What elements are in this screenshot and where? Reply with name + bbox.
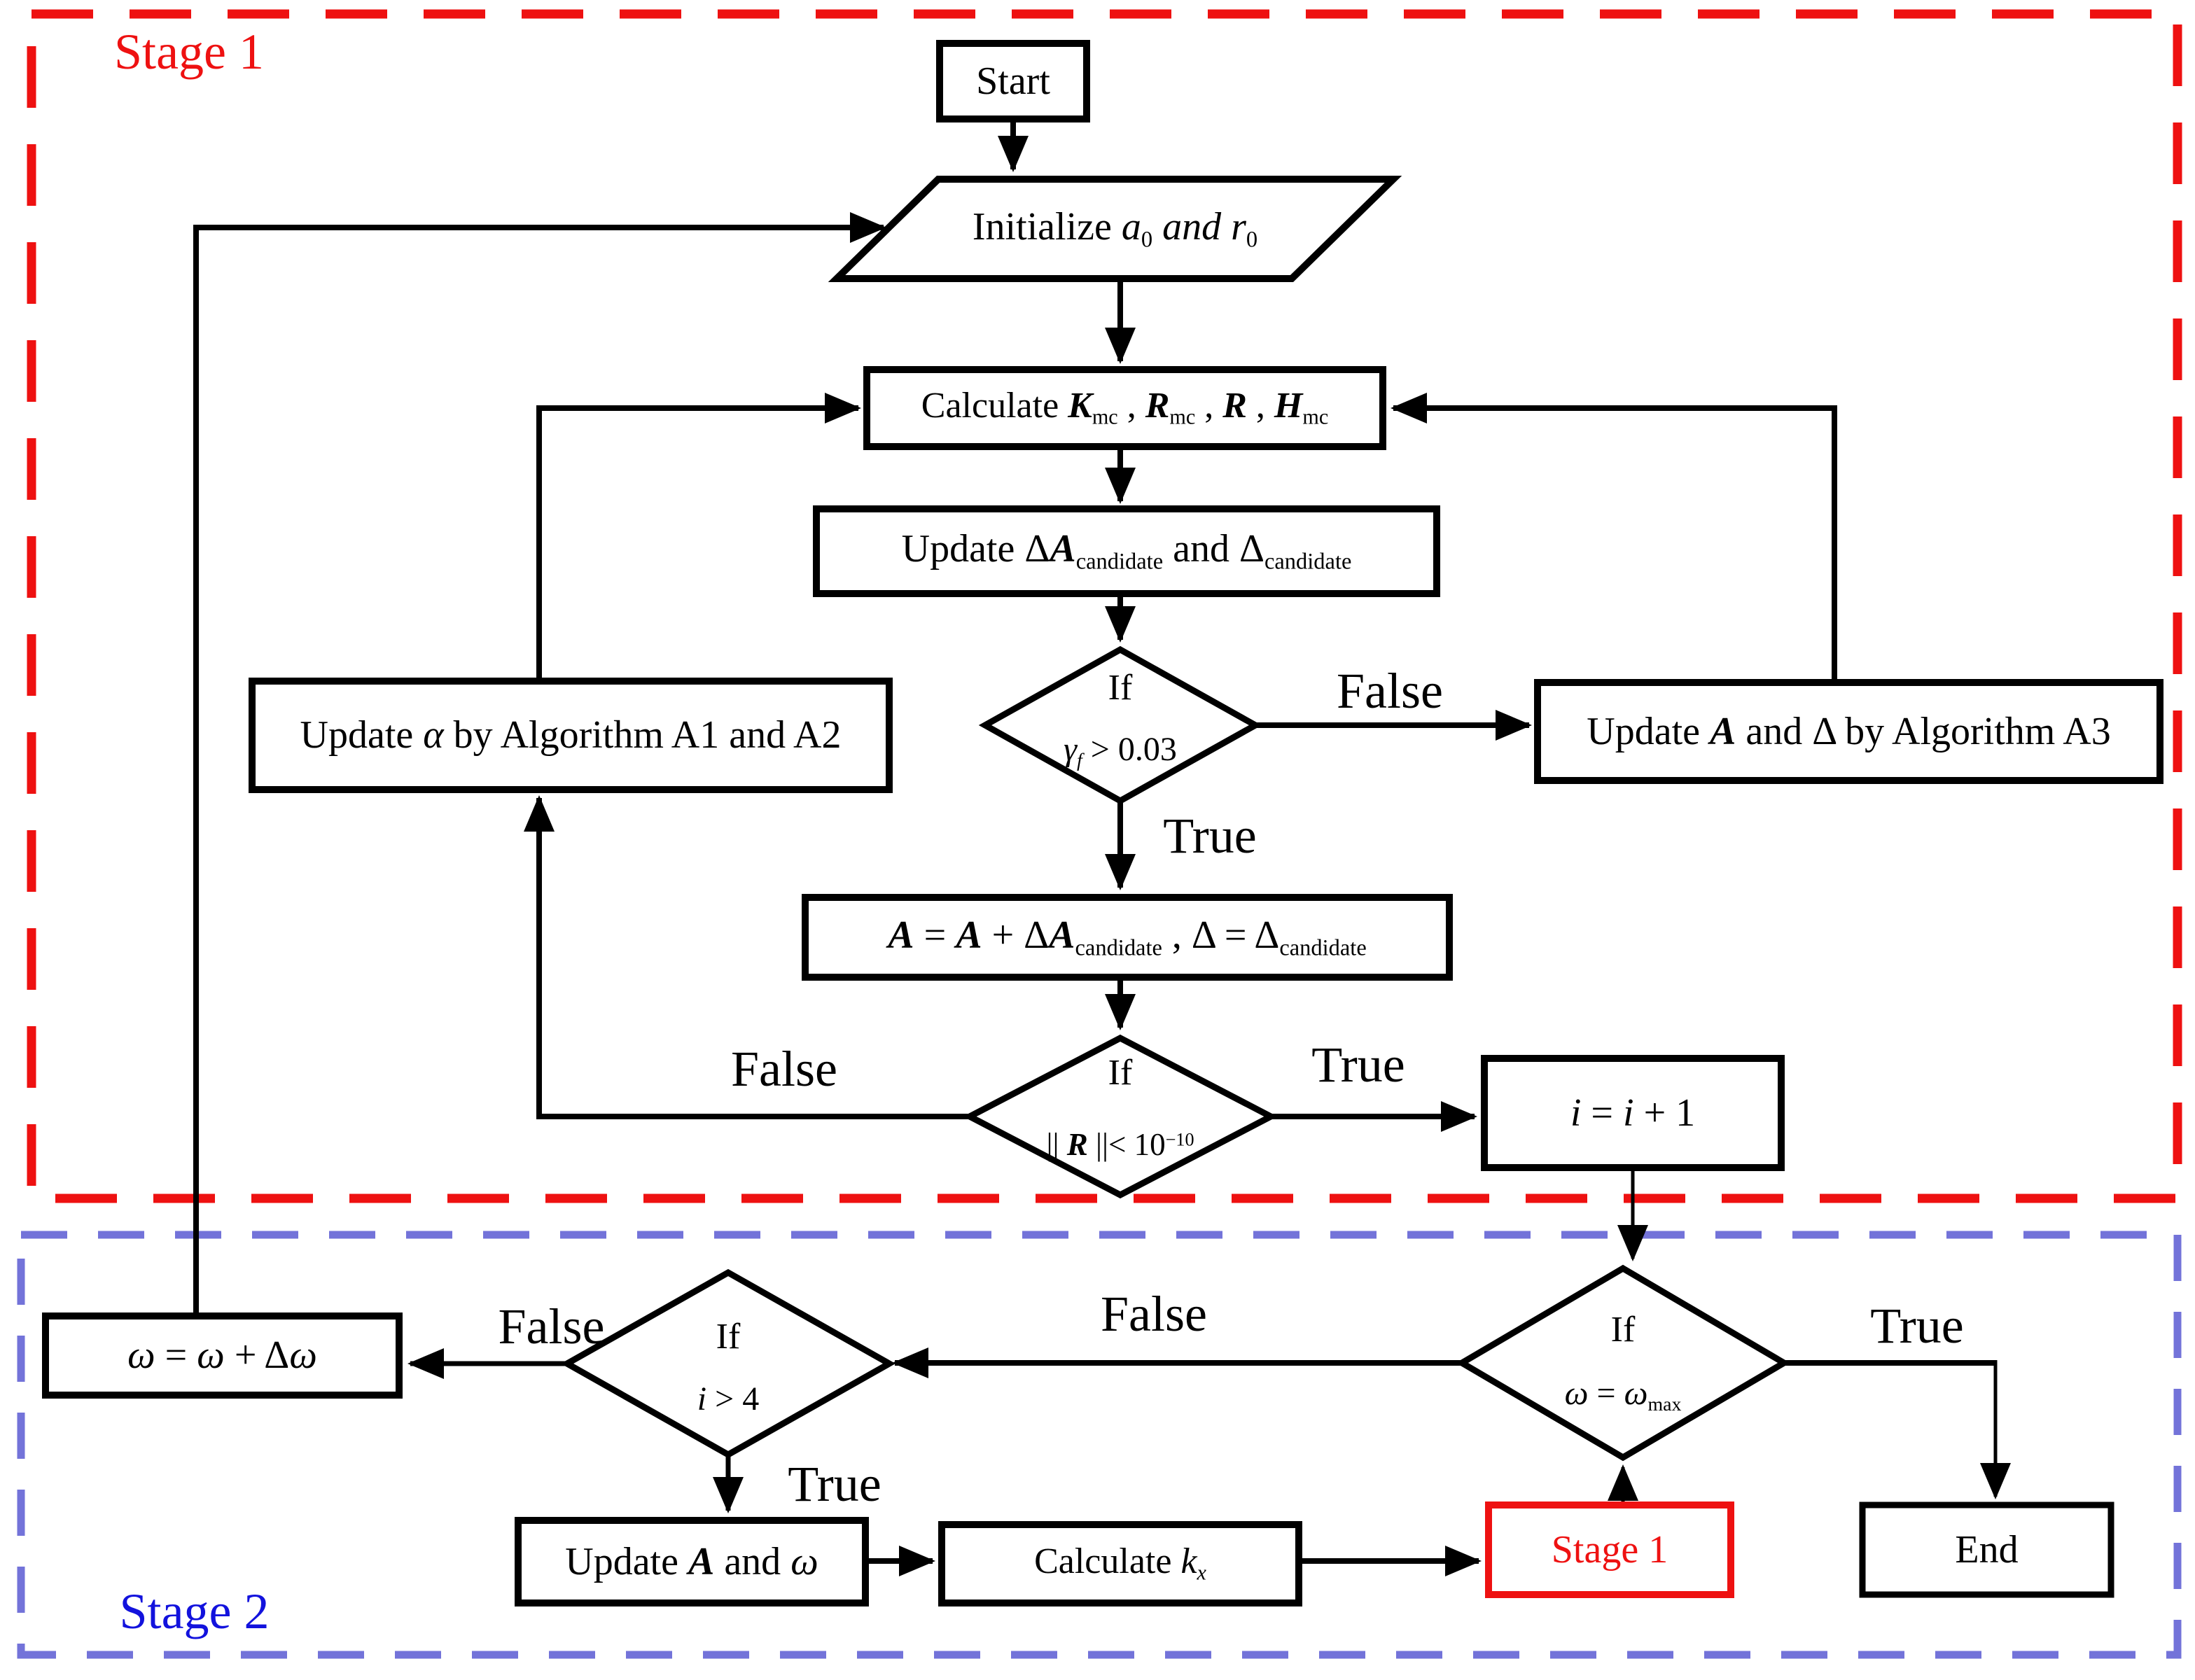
if-gamma-diamond-shape xyxy=(978,645,1262,805)
if-i4-condition: i > 4 xyxy=(697,1380,760,1418)
update-a-omega-node-label: Update A and ω xyxy=(565,1539,818,1583)
update-candidate-node-shape xyxy=(813,505,1440,597)
stage2-region-border xyxy=(17,1231,2182,1659)
calc-node-label: Calculate Kmc , Rmc , R , Hmc xyxy=(921,386,1329,429)
omega-false-branch-label: False xyxy=(1101,1286,1207,1343)
update-alpha-node-shape xyxy=(249,678,893,793)
if-residual-diamond-shape xyxy=(963,1034,1278,1199)
gamma-true-branch-label: True xyxy=(1163,807,1257,864)
assign-node-shape xyxy=(802,894,1453,981)
start-node-shape xyxy=(936,40,1090,122)
if-i4-diamond-shape xyxy=(560,1268,896,1459)
i4-false-branch-label: False xyxy=(498,1298,605,1355)
omega-true-branch-label: True xyxy=(1870,1297,1964,1354)
residual-true-branch-label: True xyxy=(1311,1037,1405,1093)
calc-node-shape xyxy=(863,366,1386,450)
stage2-region-label: Stage 2 xyxy=(119,1583,270,1640)
if-residual-condition: || R ||< 10−10 xyxy=(1046,1126,1194,1162)
update-candidate-node-label: Update ΔAcandidate and Δcandidate xyxy=(901,527,1352,575)
increment-node-shape xyxy=(1481,1055,1785,1171)
update-alpha-node-label: Update α by Algorithm A1 and A2 xyxy=(300,713,842,757)
if-i4-if-label: If xyxy=(716,1317,741,1357)
if-omega-condition: ω = ωmax xyxy=(1564,1374,1682,1415)
edge-alpha-feedback-to-calc xyxy=(536,393,861,681)
omega-step-node-label: ω = ω + Δω xyxy=(127,1334,317,1378)
algo-a3-node-shape xyxy=(1534,679,2163,784)
omega-step-node-shape xyxy=(42,1312,403,1399)
edge-a3-feedback-to-calc xyxy=(1391,393,1837,682)
assign-node-label: A = A + ΔAcandidate , Δ = Δcandidate xyxy=(888,913,1367,961)
if-gamma-if-label: If xyxy=(1108,667,1133,708)
end-node-shape xyxy=(1859,1502,2114,1598)
if-omega-if-label: If xyxy=(1610,1310,1636,1350)
if-omega-diamond-shape xyxy=(1456,1264,1790,1462)
increment-node-label: i = i + 1 xyxy=(1570,1091,1696,1135)
init-parallelogram-shape xyxy=(828,176,1402,282)
edge-residual-false-to-alpha xyxy=(524,795,970,1119)
i4-true-branch-label: True xyxy=(788,1455,882,1512)
stage1-jump-node-label: Stage 1 xyxy=(1551,1527,1668,1572)
start-node-label: Start xyxy=(976,59,1050,103)
if-gamma-condition: γf > 0.03 xyxy=(1064,731,1177,772)
edge-omega-step-loop-to-init xyxy=(193,212,886,1315)
gamma-false-branch-label: False xyxy=(1337,663,1443,720)
algo-a3-node-label: Update A and Δ by Algorithm A3 xyxy=(1587,709,2111,753)
calc-kx-node-label: Calculate kx xyxy=(1034,1541,1206,1585)
residual-false-branch-label: False xyxy=(731,1041,837,1098)
end-node-label: End xyxy=(1955,1527,2019,1572)
stage1-region-label: Stage 1 xyxy=(114,23,264,80)
init-node-label: Initialize a0 and r0 xyxy=(972,204,1258,253)
update-a-omega-node-shape xyxy=(515,1517,869,1606)
if-residual-if-label: If xyxy=(1108,1052,1133,1093)
calc-kx-node-shape xyxy=(938,1521,1302,1606)
stage1-jump-node-shape xyxy=(1485,1502,1734,1598)
